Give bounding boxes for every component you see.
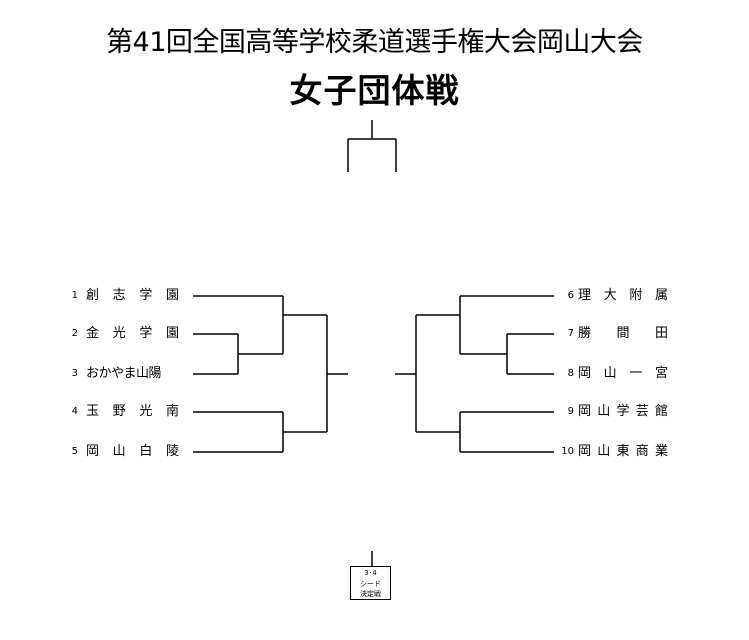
tournament-title: 第41回全国高等学校柔道選手権大会岡山大会 <box>106 27 643 58</box>
team-entry: 2 金光学園 <box>64 324 179 344</box>
seed-match-box: 3･4 シード 決定戦 <box>350 566 391 600</box>
team-entry: 7 勝間田 <box>556 324 668 344</box>
left-match-1-w23 <box>282 296 327 354</box>
team-number: 5 <box>71 446 78 457</box>
team-number: 1 <box>71 290 78 301</box>
team-number: 4 <box>71 406 78 417</box>
team-name: 金光学園 <box>86 326 179 341</box>
team-number: 6 <box>567 290 574 301</box>
team-number: 10 <box>561 446 574 457</box>
team-entry: 10 岡山東商業 <box>556 442 668 462</box>
right-semifinal <box>395 315 417 432</box>
team-entry: 6 理大附属 <box>556 286 668 306</box>
left-match-4-5 <box>282 412 327 452</box>
team-number: 7 <box>567 328 574 339</box>
seed-match-line1: 3･4 <box>364 569 377 577</box>
event-subtitle: 女子団体戦 <box>289 71 460 110</box>
team-name: 玉野光南 <box>86 404 179 419</box>
team-entry: 1 創志学園 <box>64 286 179 306</box>
team-name: 勝間田 <box>578 326 668 341</box>
team-entry: 4 玉野光南 <box>64 402 179 422</box>
team-entry: 9 岡山学芸館 <box>556 402 668 422</box>
team-name: おかやま山陽 <box>86 366 162 381</box>
seed-match-line2: シード <box>360 579 381 588</box>
team-name: 岡山学芸館 <box>578 404 668 419</box>
team-entry: 8 岡山一宮 <box>556 364 668 384</box>
team-number: 2 <box>71 328 78 339</box>
team-name: 理大附属 <box>578 288 668 303</box>
right-match-7-8 <box>460 334 508 374</box>
team-name: 岡山白陵 <box>86 444 179 459</box>
left-semifinal <box>326 315 348 432</box>
team-number: 8 <box>567 368 574 379</box>
team-name: 岡山東商業 <box>578 444 668 459</box>
seed-match-line3: 決定戦 <box>360 590 381 598</box>
right-match-9-10 <box>416 412 461 452</box>
team-entry: 5 岡山白陵 <box>64 442 179 462</box>
team-entry: 3 おかやま山陽 <box>64 364 179 384</box>
left-match-2-3 <box>237 334 283 374</box>
team-name: 創志学園 <box>86 288 179 303</box>
team-number: 9 <box>567 406 574 417</box>
final-bracket-line <box>347 120 397 172</box>
right-match-6-w78 <box>416 296 461 354</box>
team-name: 岡山一宮 <box>578 366 668 381</box>
team-number: 3 <box>71 368 78 379</box>
